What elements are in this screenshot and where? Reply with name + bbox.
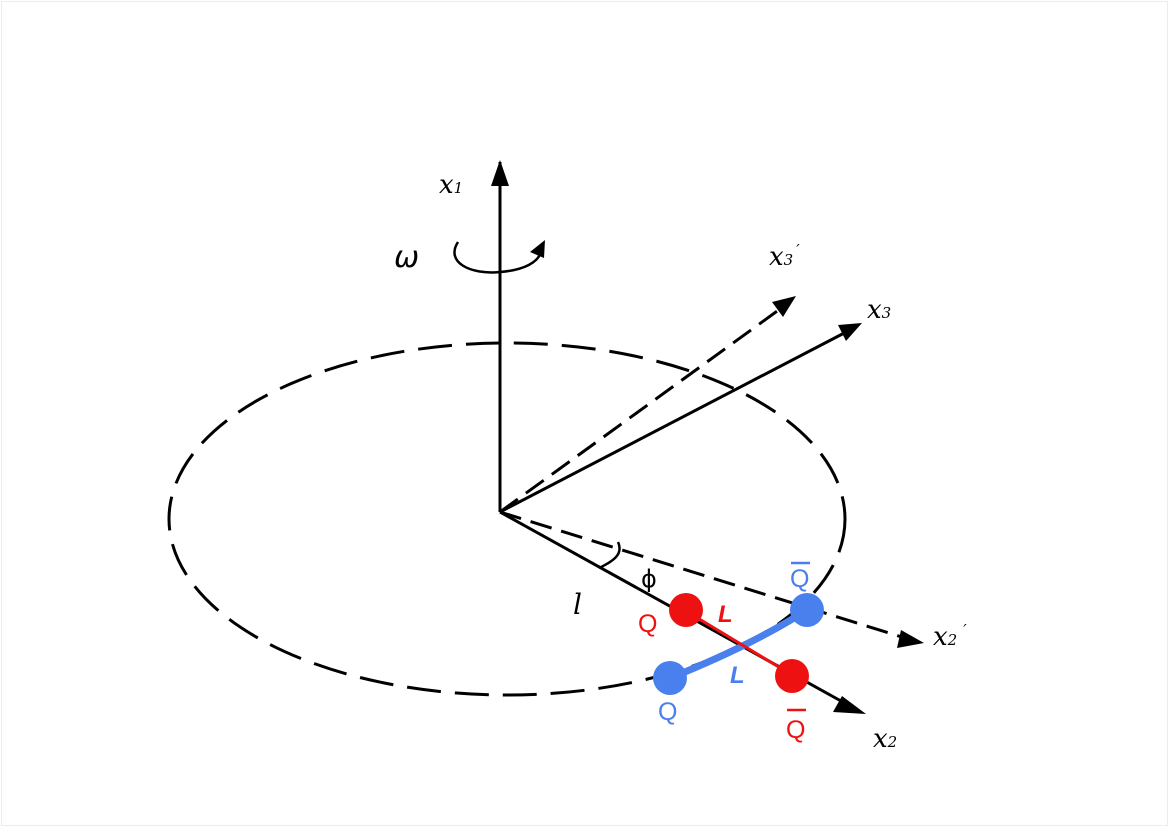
blue-antiquark-label: Q: [790, 565, 809, 593]
phi-angle-arc: [598, 541, 621, 570]
blue-quark-label: Q: [658, 698, 677, 726]
radius-label: l: [573, 588, 582, 621]
blue-length-label: L: [730, 662, 745, 689]
rotation-arrowhead: [530, 240, 545, 258]
x3-axis: [499, 328, 851, 514]
x3-prime-axis: [499, 307, 781, 514]
red-string: [685, 609, 793, 677]
x3-prime-arrowhead: [772, 296, 796, 317]
x2-label: x2: [873, 724, 897, 754]
phi-label: ϕ: [641, 565, 657, 593]
x1-arrowhead: [491, 160, 509, 186]
x3-label: x3: [867, 295, 891, 325]
red-antiquark-label: Q: [786, 716, 805, 744]
red-length-label: L: [718, 601, 733, 628]
x2-prime-axis: [499, 510, 906, 640]
x2-prime-label: x2′: [933, 621, 967, 652]
red-antiquark-dot: [775, 659, 809, 693]
blue-quark-dot: [653, 661, 687, 695]
x1-label: x1: [439, 170, 463, 200]
x3-arrowhead: [838, 323, 862, 341]
x2-arrowhead: [833, 696, 866, 714]
rotation-arc: [453, 241, 543, 274]
x3-prime-label: x3′: [769, 241, 800, 272]
red-quark-label: Q: [638, 610, 657, 638]
x2-prime-arrowhead: [897, 630, 924, 648]
orbit-ellipse: [167, 341, 847, 697]
red-quark-dot: [669, 593, 703, 627]
omega-label: ω: [394, 240, 419, 275]
blue-antiquark-dot: [790, 593, 824, 627]
